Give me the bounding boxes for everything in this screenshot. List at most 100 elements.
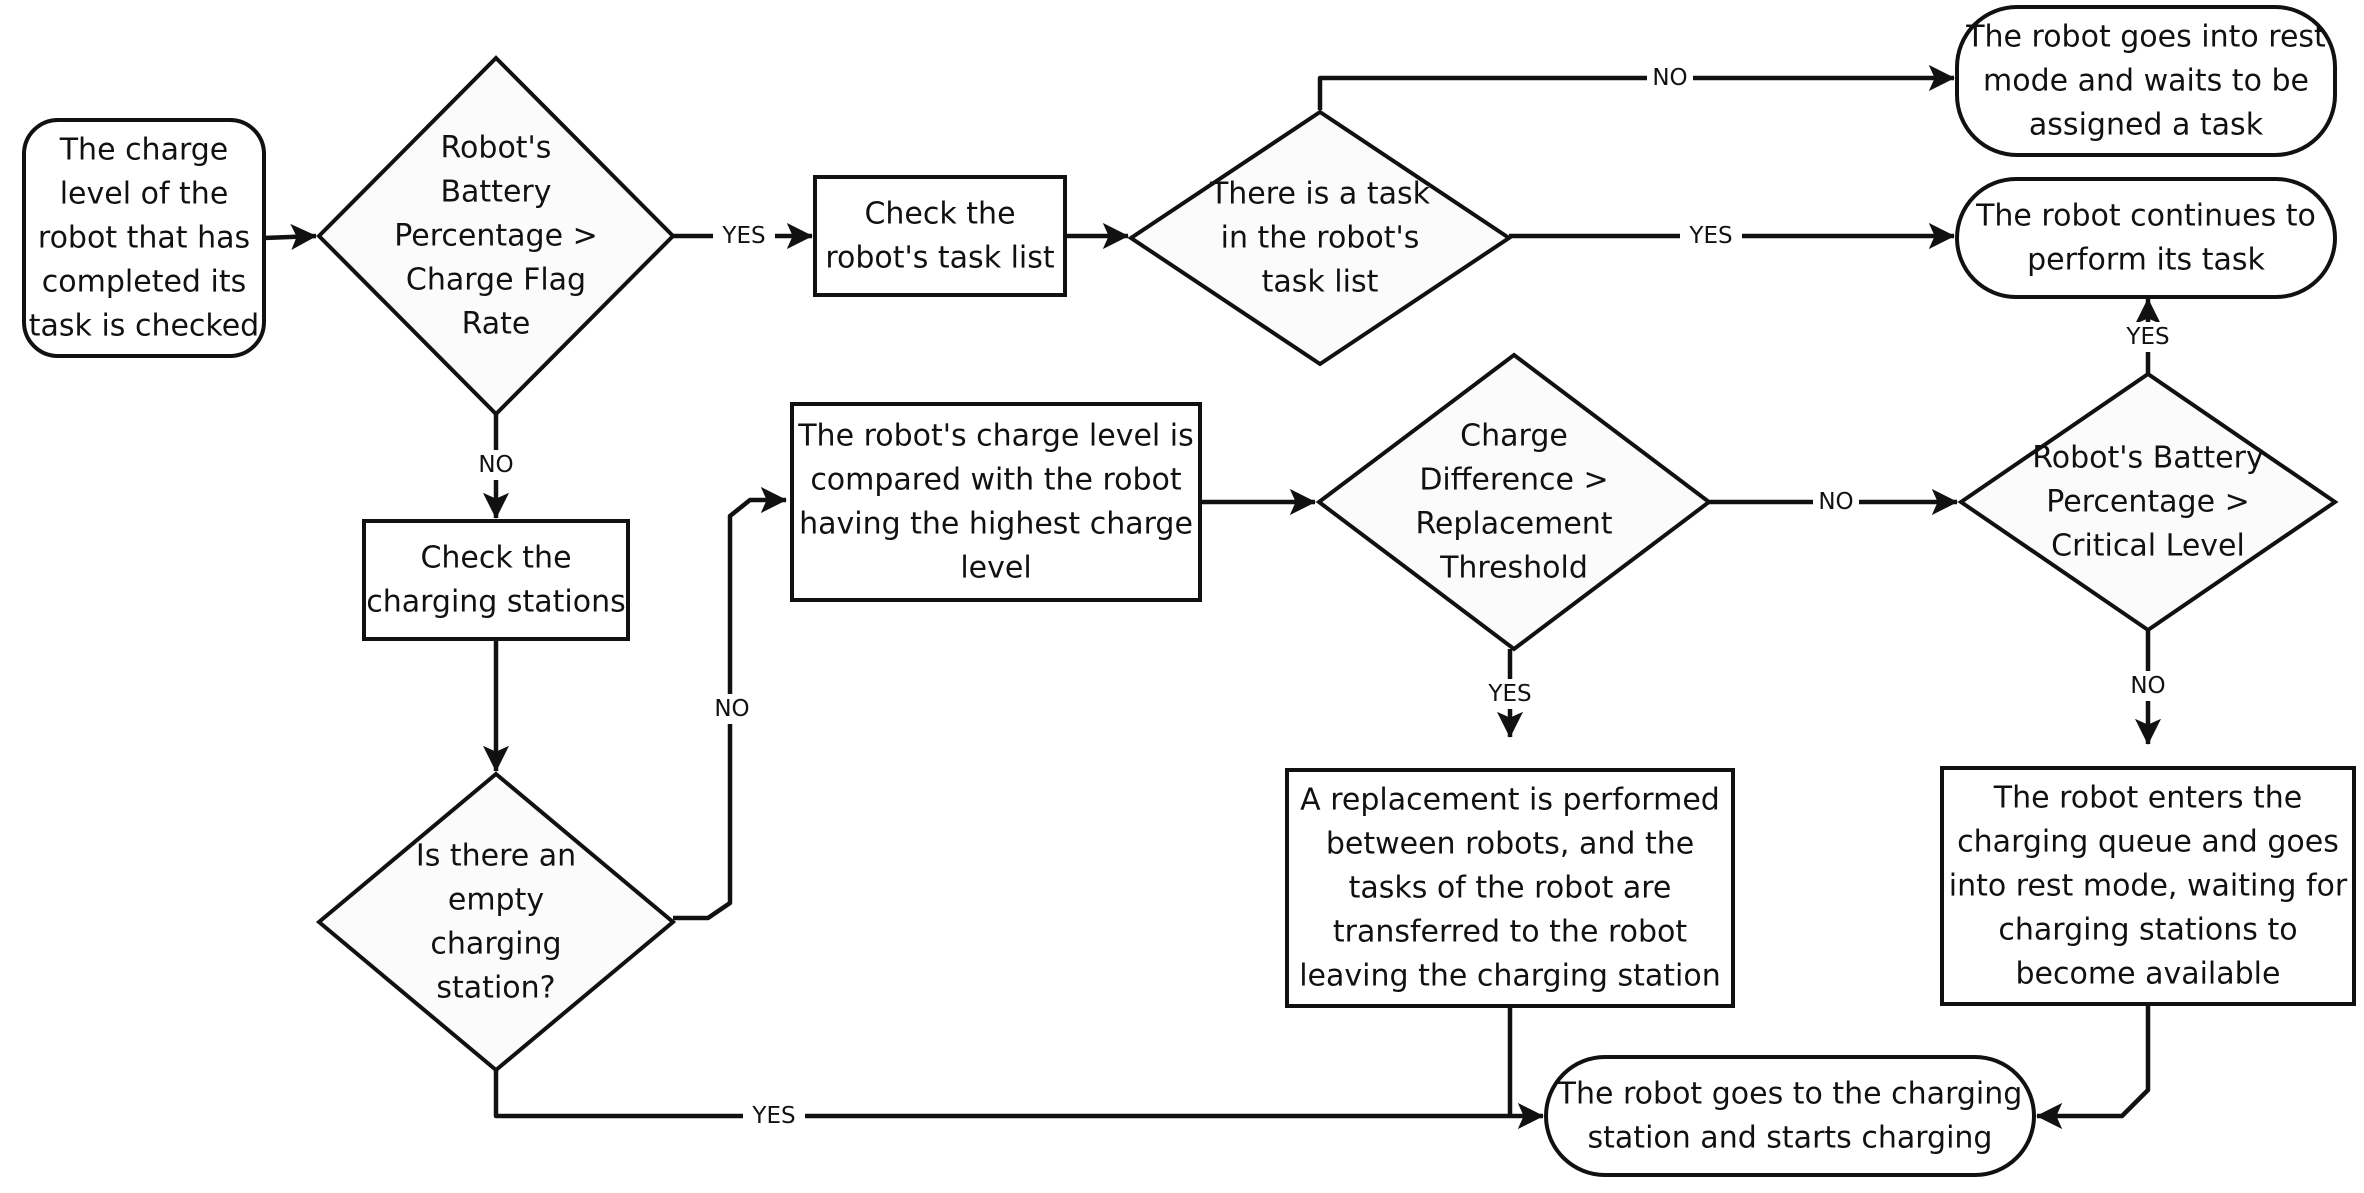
decision-diamond	[315, 771, 677, 1073]
node-text-line: The charge	[59, 133, 229, 168]
node-text-line: Is there an	[416, 839, 576, 874]
node-text-line: perform its task	[2027, 243, 2265, 278]
connector-d_task-to-rest_mode	[1317, 64, 1955, 110]
process-box	[362, 519, 630, 641]
connector-queue-to-charging	[2036, 1004, 2151, 1130]
decision-diamond	[1315, 352, 1713, 652]
node-text-line: Charge	[1460, 419, 1568, 454]
node-text-line: Check the	[864, 197, 1015, 232]
node-text-line: The robot goes into rest	[1965, 20, 2326, 55]
node-text-line: empty	[448, 883, 544, 918]
node-text-line: Critical Level	[2051, 529, 2245, 564]
node-start: The charge level of the robot that has comp…	[22, 118, 266, 358]
node-text-line: in the robot's	[1221, 221, 1420, 256]
node-text-line: charging	[430, 927, 561, 962]
node-text-line: The robot goes to the charging	[1557, 1077, 2023, 1112]
connector-label-background	[473, 450, 519, 480]
connector-label-yes: YES	[1688, 223, 1732, 249]
node-text-line: Robot's Battery	[2032, 441, 2263, 476]
node-text-line: Percentage >	[394, 219, 597, 254]
process-box	[813, 175, 1067, 297]
node-text-line: charging stations	[366, 585, 626, 620]
node-charging: The robot goes to the charging station an…	[1544, 1055, 2036, 1177]
node-text-line: station?	[436, 971, 555, 1006]
decision-diamond	[1957, 371, 2339, 633]
node-text-line: task list	[1262, 265, 1379, 300]
decision-diamond	[1127, 109, 1513, 367]
connector-label-background	[2117, 322, 2179, 352]
node-d_empty: Is there an empty charging station?	[315, 771, 677, 1073]
terminal-box	[1544, 1055, 2036, 1177]
node-text-line: compared with the robot	[810, 463, 1182, 498]
node-text-line: Check the	[420, 541, 571, 576]
node-text-line: There is a task	[1209, 177, 1431, 212]
connector-label-background	[1647, 63, 1693, 93]
node-text-line: The robot continues to	[1975, 199, 2316, 234]
connector-label-no: NO	[2130, 673, 2165, 699]
node-text-line: charging stations to	[1998, 913, 2297, 948]
node-text-line: into rest mode, waiting for	[1949, 869, 2348, 904]
node-text-line: Robot's	[441, 131, 552, 166]
connector-label-no: NO	[1652, 65, 1687, 91]
connector-d_empty-to-charging	[493, 1070, 1544, 1130]
process-box	[1285, 768, 1735, 1008]
node-text-line: Threshold	[1439, 551, 1588, 586]
connector-label-no: NO	[714, 696, 749, 722]
node-text-line: Replacement	[1415, 507, 1612, 542]
node-text-line: level	[960, 551, 1031, 586]
node-text-line: Charge Flag	[406, 263, 586, 298]
connector-labels: YES NO YES NO NO NO YES YES NO YES	[473, 63, 2179, 1131]
process-box	[1940, 766, 2356, 1006]
node-text-line: The robot's charge level is	[797, 419, 1194, 454]
node-d_task: There is a task in the robot's task list	[1127, 109, 1513, 367]
connector-label-yes: YES	[751, 1103, 795, 1129]
node-text-line: become available	[2016, 957, 2281, 992]
connector-label-no: NO	[1818, 489, 1853, 515]
node-text-line: Percentage >	[2046, 485, 2249, 520]
node-text-line: mode and waits to be	[1983, 64, 2309, 99]
connector-label-background	[709, 694, 755, 724]
node-text-line: having the highest charge	[799, 507, 1193, 542]
connector-label-yes: YES	[721, 223, 765, 249]
connector-label-background	[1680, 221, 1742, 251]
connector-label-background	[713, 221, 775, 251]
node-text-line: Rate	[462, 307, 531, 342]
node-text-line: task is checked	[29, 309, 259, 344]
flowchart-nodes: The charge level of the robot that has comp…	[22, 5, 2356, 1177]
node-text-line: leaving the charging station	[1299, 959, 1721, 994]
node-text-line: station and starts charging	[1588, 1121, 1993, 1156]
connector-label-background	[1813, 487, 1859, 517]
node-continue: The robot continues to perform its task	[1955, 177, 2337, 299]
connector-label-background	[2125, 671, 2171, 701]
node-text-line: transferred to the robot	[1333, 915, 1688, 950]
terminal-box	[22, 118, 266, 358]
connector-start-to-d_flag	[263, 223, 317, 251]
node-text-line: The robot enters the	[1993, 781, 2302, 816]
decision-diamond	[316, 55, 676, 417]
connector-label-background	[1479, 679, 1541, 709]
node-text-line: tasks of the robot are	[1349, 871, 1672, 906]
node-text-line: completed its	[42, 265, 246, 300]
node-text-line: assigned a task	[2029, 108, 2264, 143]
process-box	[790, 402, 1202, 602]
node-text-line: charging queue and goes	[1957, 825, 2339, 860]
node-rest_mode: The robot goes into rest mode and waits t…	[1955, 5, 2337, 157]
connector-label-yes: YES	[1487, 681, 1531, 707]
node-text-line: robot that has	[38, 221, 250, 256]
node-text-line: Battery	[440, 175, 551, 210]
node-replace: A replacement is performed between robots…	[1285, 768, 1735, 1008]
node-text-line: A replacement is performed	[1300, 783, 1720, 818]
connector-label-yes: YES	[2125, 324, 2169, 350]
node-check_stations: Check the charging stations	[362, 519, 630, 641]
terminal-box	[1955, 5, 2337, 157]
connector-label-no: NO	[478, 452, 513, 478]
node-text-line: Difference >	[1419, 463, 1608, 498]
terminal-box	[1955, 177, 2337, 299]
node-text-line: between robots, and the	[1326, 827, 1694, 862]
node-text-line: level of the	[60, 177, 229, 212]
